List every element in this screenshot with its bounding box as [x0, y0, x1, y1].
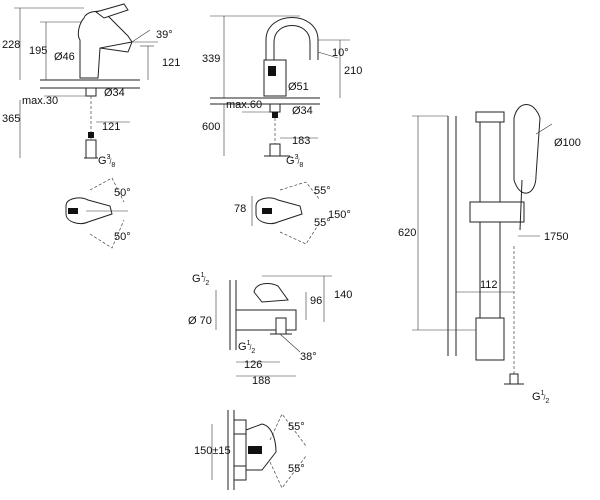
- bath-dim-140: 140: [334, 289, 352, 301]
- sink-angle-150: 150°: [328, 209, 351, 221]
- sink-dim-600: 600: [202, 121, 220, 133]
- sink-dim-78: 78: [234, 203, 246, 215]
- bath-angle-38: 38°: [300, 351, 317, 363]
- basin-angle-50-top: 50°: [114, 187, 131, 199]
- basin-mixer-side-view: [14, 3, 158, 159]
- basin-dim-195: 195: [29, 45, 47, 57]
- shower-dim-100: Ø100: [554, 137, 581, 149]
- shower-rail-view: [412, 104, 553, 385]
- shower-dim-1750: 1750: [544, 231, 568, 243]
- sink-dim-339: 339: [202, 53, 220, 65]
- basin-thread-g: G3/8: [98, 154, 115, 169]
- bath-angle-55-top: 55°: [288, 421, 305, 433]
- basin-mixer-top-view: [65, 177, 128, 249]
- sink-angle-55-bottom: 55°: [314, 217, 331, 229]
- sink-mixer-top-view: [251, 181, 321, 245]
- basin-dim-228: 228: [2, 39, 20, 51]
- bath-dim-150: 150±15: [194, 445, 231, 457]
- sink-thread-g: G3/8: [286, 154, 303, 169]
- bath-angle-55-bottom: 55°: [288, 463, 305, 475]
- bath-dim-188: 188: [252, 375, 270, 387]
- bath-mixer-side-view: [215, 275, 332, 377]
- sink-mixer-side-view: [210, 15, 350, 157]
- basin-dim-121-width: 121: [102, 121, 120, 133]
- shower-dim-620: 620: [398, 227, 416, 239]
- basin-angle-50-bottom: 50°: [114, 231, 131, 243]
- sink-dim-max60: max.60: [226, 99, 262, 111]
- sink-dim-51: Ø51: [288, 81, 309, 93]
- bath-dim-70: Ø 70: [188, 315, 212, 327]
- basin-dim-121-height: 121: [162, 57, 180, 69]
- basin-dim-39deg: 39°: [156, 29, 173, 41]
- basin-dim-365: 365: [2, 113, 20, 125]
- sink-dim-34: Ø34: [292, 105, 313, 117]
- bath-dim-126: 126: [244, 359, 262, 371]
- basin-dim-34: Ø34: [104, 87, 125, 99]
- bath-dim-96: 96: [310, 295, 322, 307]
- basin-dim-46: Ø46: [54, 51, 75, 63]
- sink-dim-183: 183: [292, 135, 310, 147]
- bath-thread-g-top: G1/2: [192, 272, 209, 287]
- sink-dim-210: 210: [344, 65, 362, 77]
- shower-dim-112: 112: [480, 279, 498, 291]
- bath-mixer-top-view: [211, 410, 307, 490]
- bath-thread-g-bottom: G1/2: [238, 340, 255, 355]
- basin-dim-max30: max.30: [22, 95, 58, 107]
- sink-angle-55-top: 55°: [314, 185, 331, 197]
- sink-dim-10deg: 10°: [332, 47, 349, 59]
- shower-thread-g: G1/2: [532, 390, 549, 405]
